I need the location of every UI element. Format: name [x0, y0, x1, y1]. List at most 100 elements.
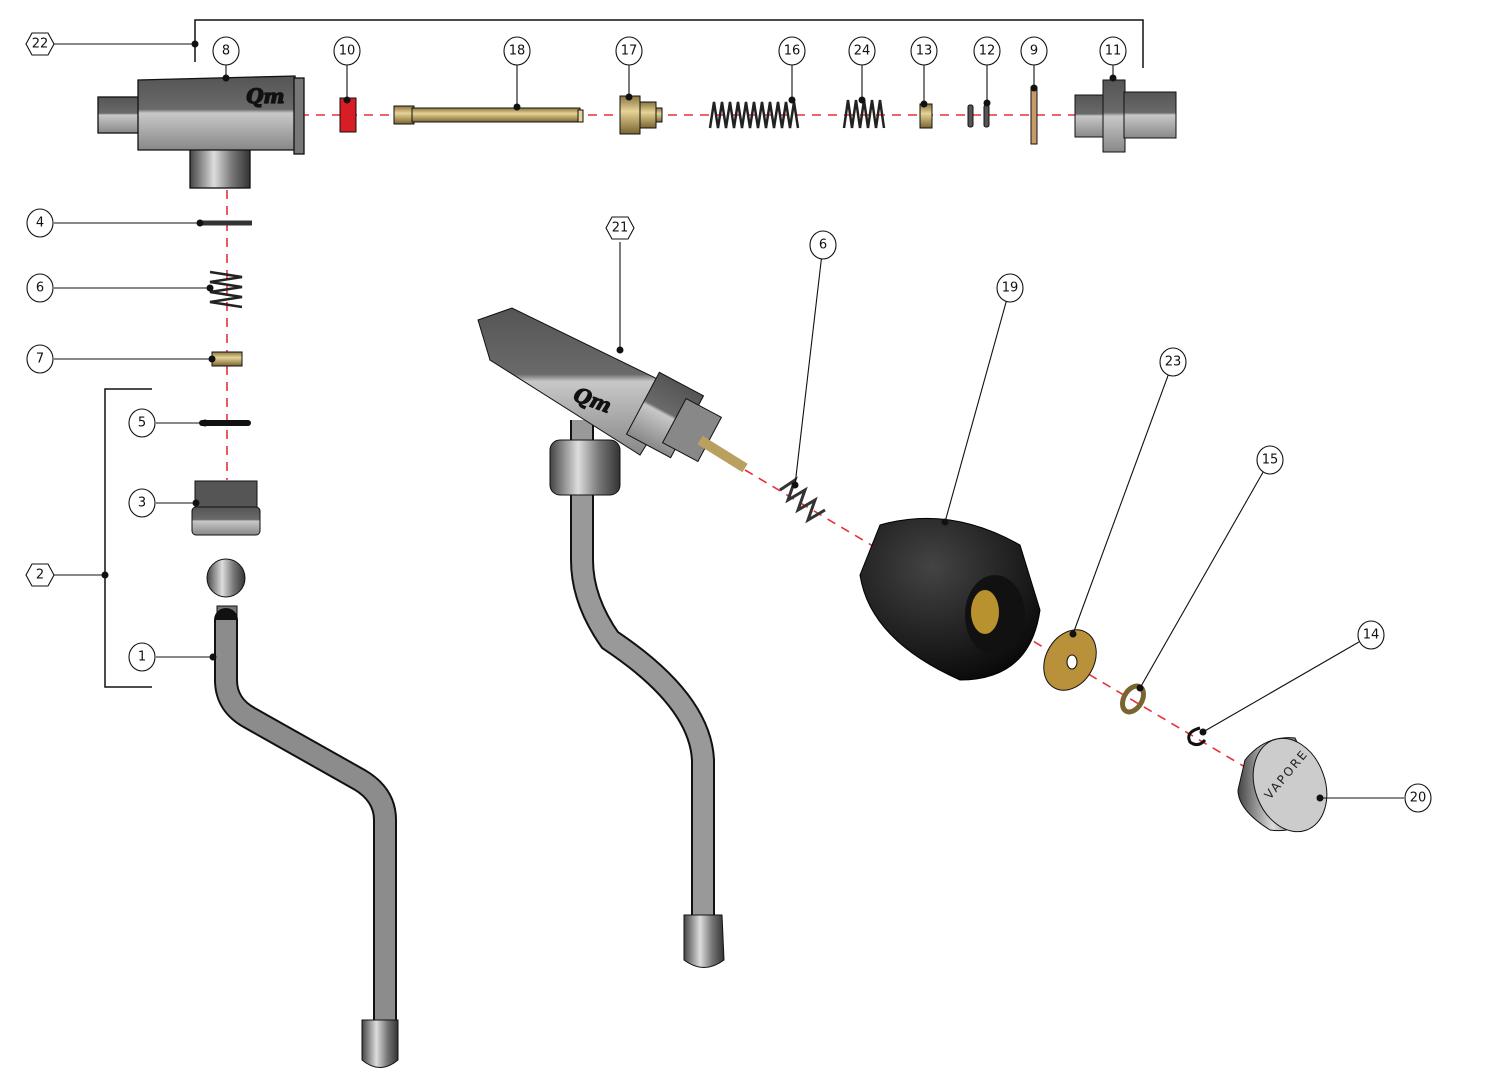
leader-dot	[191, 40, 199, 48]
callout-10: 10	[333, 36, 361, 104]
callout-6: 6	[791, 230, 837, 489]
callout-13: 13	[910, 36, 938, 108]
part-18-pin	[393, 105, 584, 125]
part-11-fitting	[1074, 79, 1177, 153]
leader-dot	[101, 571, 109, 579]
callout-number: 2	[36, 568, 44, 583]
callout-number: 6	[36, 281, 44, 296]
callout-number: 16	[784, 44, 801, 59]
leader-line	[794, 258, 822, 486]
callout-bubble	[1404, 783, 1432, 813]
callout-number: 13	[916, 44, 933, 59]
callout-bubble	[1357, 620, 1385, 650]
callout-number: 24	[854, 44, 871, 59]
callout-bubble	[996, 273, 1024, 303]
callout-number: 18	[509, 44, 526, 59]
part-20-cap: VAPORE	[1237, 737, 1328, 833]
part-6-spring-b	[779, 476, 826, 524]
leader-line	[1072, 374, 1169, 635]
leader-dot	[208, 355, 216, 363]
part-9-gasket	[1030, 86, 1038, 145]
callout-number: 15	[1262, 453, 1279, 468]
callout-bubble	[809, 230, 837, 260]
leader-dot	[983, 99, 991, 107]
callout-number: 6	[819, 238, 827, 253]
callout-bubble	[1159, 347, 1187, 377]
callout-bubble	[605, 216, 635, 240]
callout-bubble	[1256, 445, 1284, 475]
callout-number: 22	[32, 37, 49, 52]
leader-dot	[920, 100, 928, 108]
callout-bubble	[1099, 36, 1127, 66]
part-7-bushing	[211, 351, 243, 367]
part-24-spring	[842, 99, 886, 129]
callout-23: 23	[1069, 347, 1187, 638]
part-19-knob	[859, 517, 1041, 681]
callout-bubble	[910, 36, 938, 66]
leader-dot	[222, 74, 230, 82]
callout-bubble	[333, 36, 361, 66]
callout-7: 7	[26, 344, 216, 374]
callout-number: 11	[1105, 44, 1122, 59]
leader-dot	[1069, 630, 1077, 638]
part-13-ring	[919, 103, 933, 129]
callout-number: 9	[1030, 44, 1038, 59]
callout-number: 4	[36, 216, 44, 231]
callout-24: 24	[848, 36, 876, 104]
callout-12: 12	[973, 36, 1001, 107]
part-14-clip	[1187, 726, 1207, 747]
callout-bubble	[25, 563, 55, 587]
callout-number: 20	[1410, 791, 1427, 806]
callout-21: 21	[605, 216, 635, 354]
leader-dot	[788, 96, 796, 104]
leader-dot	[192, 499, 200, 507]
callout-bubble	[26, 208, 54, 238]
leader-dot	[513, 103, 521, 111]
callout-22: 22	[25, 32, 199, 56]
leader-line	[1139, 471, 1264, 689]
part-1-steam-wand	[206, 558, 399, 1068]
callout-number: 14	[1363, 628, 1380, 643]
leader-dot	[1316, 794, 1324, 802]
callout-bubble	[778, 36, 806, 66]
callout-number: 17	[621, 44, 638, 59]
callout-6: 6	[26, 273, 214, 303]
leader-line	[944, 301, 1007, 523]
callout-19: 19	[941, 273, 1024, 526]
callout-20: 20	[1316, 783, 1432, 813]
callout-number: 23	[1165, 355, 1182, 370]
callout-1: 1	[128, 642, 217, 672]
leader-dot	[343, 96, 351, 104]
callout-bubble	[128, 642, 156, 672]
part-12-oring-b	[983, 104, 990, 128]
callout-17: 17	[615, 36, 643, 101]
callout-number: 12	[979, 44, 996, 59]
leader-dot	[1030, 84, 1038, 92]
callout-bubble	[26, 344, 54, 374]
callout-8: 8	[212, 36, 240, 82]
callout-18: 18	[503, 36, 531, 111]
callout-4: 4	[26, 208, 204, 238]
part-3-nut	[191, 480, 261, 536]
leader-dot	[625, 93, 633, 101]
callout-bubble	[1020, 36, 1048, 66]
leader-dot	[941, 518, 949, 526]
leader-dot	[791, 481, 799, 489]
leader-dot	[209, 653, 217, 661]
leader-dot	[196, 219, 204, 227]
part-23-washer	[1043, 629, 1097, 691]
callout-bubble	[128, 408, 156, 438]
callout-bubble	[25, 32, 55, 56]
callout-16: 16	[778, 36, 806, 104]
callout-15: 15	[1136, 445, 1284, 692]
callout-bubble	[503, 36, 531, 66]
leader-dot	[206, 284, 214, 292]
leader-line	[1202, 641, 1360, 733]
part-12-oring-a	[967, 104, 974, 128]
callout-3: 3	[128, 488, 200, 518]
leader-dot	[1199, 728, 1207, 736]
callout-number: 7	[36, 352, 44, 367]
leader-dot	[858, 96, 866, 104]
